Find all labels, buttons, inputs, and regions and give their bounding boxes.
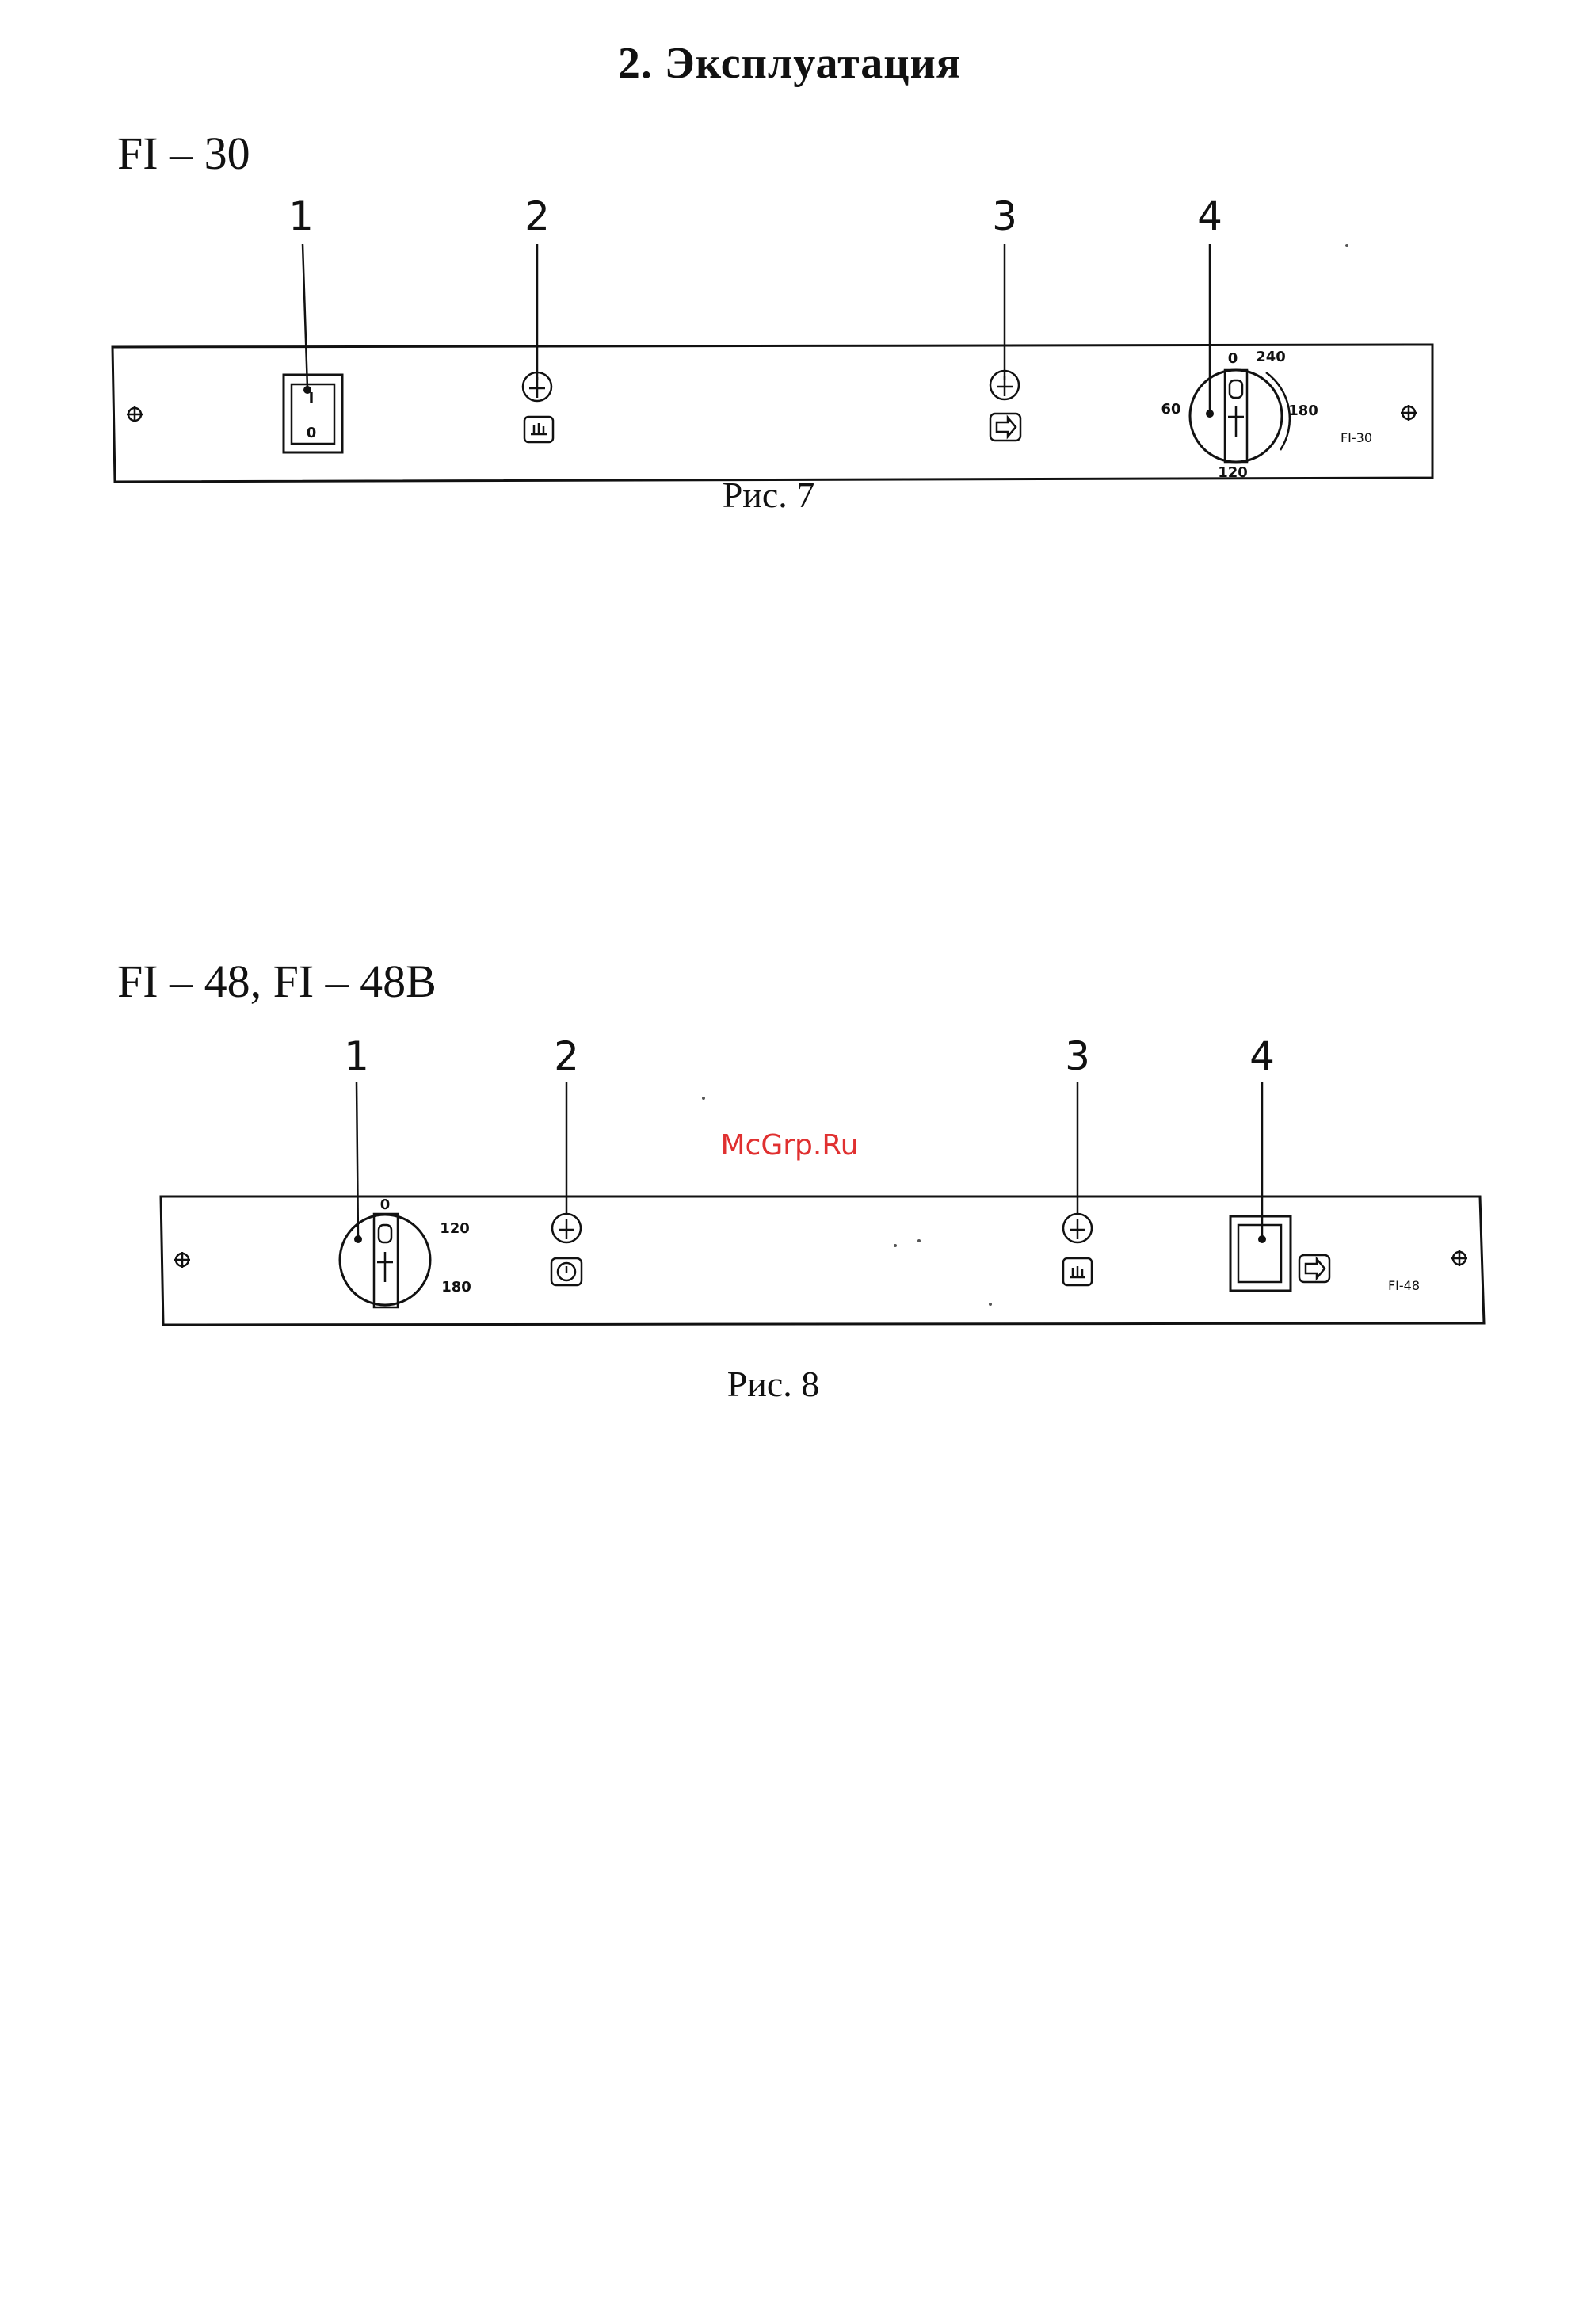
figure8-callout-2: 2 (554, 1033, 579, 1079)
figure8-thermostat-dial: 0 120 180 (340, 1196, 471, 1307)
figure7-model-heading: FI – 30 (117, 127, 250, 180)
figure7-screw-left-icon (127, 406, 143, 422)
figure8-model-heading: FI – 48, FI – 48B (117, 955, 437, 1008)
figure8-fast-freeze-arrow-icon (1299, 1255, 1329, 1282)
figure8-callout-3: 3 (1065, 1033, 1090, 1079)
dial-mark-120: 120 (440, 1220, 470, 1237)
figure8-screw-left-icon (174, 1252, 190, 1268)
figure7-callout-4: 4 (1197, 193, 1222, 239)
figure8-callout-4: 4 (1249, 1033, 1275, 1079)
dial-mark-120: 120 (1218, 464, 1248, 481)
figure7-caption: Рис. 7 (610, 474, 927, 516)
dial-mark-240: 240 (1256, 349, 1286, 365)
figure8-callout-1: 1 (344, 1033, 369, 1079)
figure8-panel-diagram: 1 2 3 4 0 120 180 (0, 1030, 1579, 1363)
figure7-callout-3: 3 (992, 193, 1017, 239)
figure7-callout-1: 1 (288, 193, 314, 239)
dial-mark-0: 0 (1228, 350, 1238, 367)
dial-mark-60: 60 (1161, 401, 1180, 418)
dial-mark-180: 180 (1288, 403, 1318, 419)
switch-mark-on: I (309, 390, 315, 406)
figure8-indicator-lamp-2-icon (552, 1214, 581, 1242)
figure7-rocker-switch: I 0 (284, 375, 342, 452)
figure7-defrost-symbol-icon (524, 417, 553, 442)
figure7-timer-dial: 0 240 60 180 120 (1161, 349, 1318, 481)
dial-mark-180: 180 (441, 1279, 471, 1296)
figure7-screw-right-icon (1401, 405, 1417, 421)
dial-mark-0: 0 (380, 1196, 391, 1213)
figure7-fast-freeze-arrow-icon (990, 414, 1020, 441)
figure8-caption: Рис. 8 (615, 1363, 932, 1405)
figure8-clock-symbol-icon (551, 1258, 582, 1285)
figure8-defrost-symbol-icon (1063, 1258, 1092, 1285)
figure8-indicator-lamp-3-icon (1063, 1214, 1092, 1242)
figure8-screw-right-icon (1451, 1250, 1467, 1266)
figure8-rocker-switch (1230, 1216, 1291, 1291)
figure7-callout-2: 2 (524, 193, 550, 239)
switch-mark-off: 0 (307, 425, 317, 441)
figure7-panel-code: FI-30 (1341, 430, 1372, 445)
figure7-panel-diagram: 1 2 3 4 I 0 (0, 182, 1579, 515)
page-title: 2. Эксплуатация (0, 38, 1579, 89)
figure8-panel-code: FI-48 (1388, 1278, 1420, 1293)
